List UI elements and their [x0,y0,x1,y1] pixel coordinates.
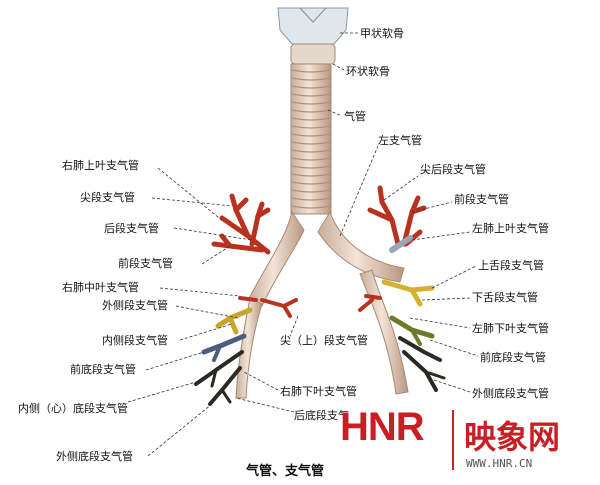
label-thyroid-cartilage: 甲状软骨 [360,27,404,40]
watermark-url: WWW.HNR.CN [466,457,533,470]
right-upper-lobe-branches [211,193,271,255]
trachea-ring [291,165,331,169]
label-left-main-bronchus: 左支气管 [378,134,422,147]
label-right-middle-lobe-bronchus: 右肺中叶支气管 [62,281,139,294]
left-upper-lobe-stem [389,235,413,253]
label-right-lower-lobe-bronchus: 右肺下叶支气管 [280,385,357,398]
trachea-ring [291,77,331,81]
right-lower-lobe-branches [194,333,247,406]
label-right-anterior-bronchus: 前段支气管 [118,257,173,270]
left-lower-lobe-branches [389,315,446,392]
label-lateral-basal-bronchus-left: 外侧底段支气管 [472,387,549,400]
watermark-divider [452,410,454,470]
superior-segment-branches [238,294,382,318]
label-posterior-basal-bronchus: 后底段支气 [294,409,349,422]
watermark-site-name: 映象网 [464,418,561,456]
label-posterior-bronchus: 后段支气管 [104,222,159,235]
right-lower-trunk [235,297,263,399]
trachea-ring [291,117,331,121]
trachea-tube [290,63,332,215]
trachea-ring [291,189,331,193]
trachea-rings [291,69,331,209]
trachea-ring [291,157,331,161]
trachea-ring [291,141,331,145]
trachea-ring [291,125,331,129]
trachea-ring [291,149,331,153]
trachea-ring [291,197,331,201]
leader-lines [127,32,479,457]
label-medial-segment-bronchus: 内侧段支气管 [102,334,168,347]
watermark-hnr-logo: HNR [340,405,425,449]
label-right-anterior-basal-bronchus: 前底段支气管 [70,363,136,376]
label-left-upper-lobe-bronchus: 左肺上叶支气管 [472,222,549,235]
trachea-ring [291,69,331,73]
label-superior-lingular-bronchus: 上舌段支气管 [478,259,544,272]
trachea-ring [291,93,331,97]
diagram-caption: 气管、支气管 [246,464,325,479]
thyroid-cartilage [277,7,349,45]
label-left-lower-lobe-bronchus: 左肺下叶支气管 [472,322,549,335]
label-superior-segment-bronchus: 尖（上）段支气管 [280,334,368,347]
cricoid-cartilage [290,43,336,65]
trachea-ring [291,181,331,185]
label-left-anterior-bronchus: 前段支气管 [454,193,509,206]
left-upper-lobe-branches [367,185,427,247]
label-apicoposterior-bronchus: 尖后段支气管 [420,163,486,176]
label-lateral-segment-bronchus: 外侧段支气管 [102,299,168,312]
trachea-ring [291,173,331,177]
left-main-bronchus [317,210,405,283]
trachea-ring [291,101,331,105]
trachea-ring [291,85,331,89]
thyroid-notch [299,7,327,23]
label-apical-bronchus: 尖段支气管 [80,191,135,204]
label-medial-basal-bronchus: 内侧（心）底段支气管 [18,402,128,415]
right-middle-lobe-branches [215,307,253,335]
trachea-ring [291,133,331,137]
label-anterior-basal-bronchus-left: 前底段支气管 [480,351,546,364]
label-trachea: 气管 [344,110,366,123]
trachea-ring [291,205,331,209]
label-inferior-lingular-bronchus: 下舌段支气管 [472,291,538,304]
trachea-ring [291,109,331,113]
label-lateral-basal-bronchus-right: 外侧底段支气管 [56,450,133,463]
lingula-branches [381,279,435,307]
right-main-bronchus [247,210,305,307]
label-cricoid-cartilage: 环状软骨 [346,65,390,78]
label-right-upper-lobe-bronchus: 右肺上叶支气管 [62,159,139,172]
